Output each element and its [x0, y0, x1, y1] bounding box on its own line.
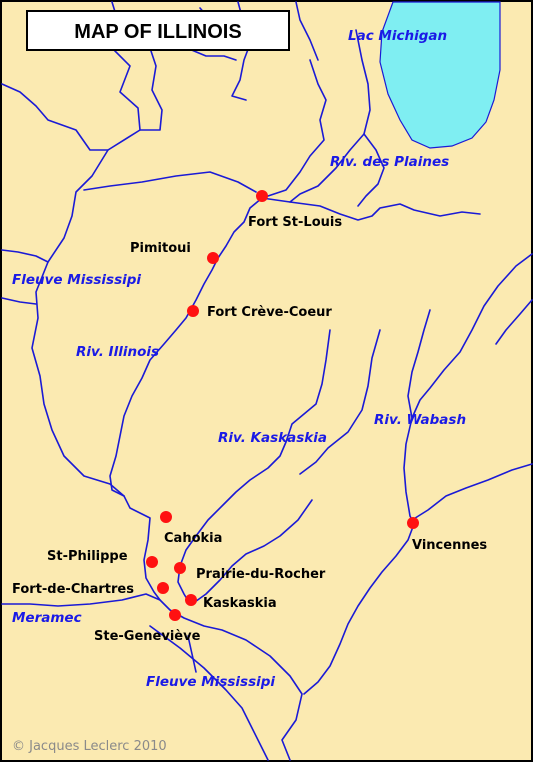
tributary-nc	[83, 171, 257, 193]
meramec-river	[1, 593, 161, 607]
dot-st-philippe	[146, 556, 158, 568]
dot-cahokia	[160, 511, 172, 523]
label-prairie-du-rocher: Prairie-du-Rocher	[196, 567, 326, 582]
label-wabash-river: Riv. Wabash	[374, 412, 466, 428]
label-vincennes: Vincennes	[412, 538, 487, 553]
wabash-river	[303, 253, 533, 695]
label-cahokia: Cahokia	[164, 531, 222, 546]
label-lake-michigan: Lac Michigan	[348, 28, 447, 44]
label-meramec: Meramec	[12, 610, 82, 626]
label-pimitoui: Pimitoui	[130, 241, 191, 256]
kankakee-river	[261, 197, 481, 221]
embarras-river	[407, 309, 431, 419]
mississippi-river	[31, 1, 303, 761]
label-kaskaskia-river: Riv. Kaskaskia	[218, 430, 327, 446]
label-fort-st-louis: Fort St-Louis	[248, 215, 342, 230]
tributary-n-4	[295, 1, 319, 61]
illinois-river	[109, 197, 263, 497]
tributary-ne	[357, 133, 385, 207]
wabash-tributary-1	[495, 299, 533, 345]
title-text: MAP OF ILLINOIS	[74, 21, 241, 43]
label-kaskaskia: Kaskaskia	[203, 596, 277, 611]
settlements: Fort St-Louis Pimitoui Fort Crève-Coeur …	[12, 190, 487, 644]
dot-fort-st-louis	[256, 190, 268, 202]
des-plaines-river	[289, 29, 371, 203]
west-tributary-2	[187, 635, 197, 673]
dot-prairie-du-rocher	[174, 562, 186, 574]
fox-river	[261, 59, 327, 199]
water-labels: Lac Michigan Riv. des Plaines Fleuve Mis…	[12, 28, 466, 690]
label-mississippi-south: Fleuve Mississipi	[146, 674, 275, 690]
tributary-nw-2	[139, 47, 163, 131]
title-box	[26, 10, 290, 51]
map-title: MAP OF ILLINOIS	[26, 10, 290, 51]
kaskaskia-tributary-1	[299, 329, 381, 475]
kaskaskia-tributary-2	[191, 499, 313, 605]
dot-fort-creve-coeur	[187, 305, 199, 317]
dot-pimitoui	[207, 252, 219, 264]
label-st-philippe: St-Philippe	[47, 549, 128, 564]
label-des-plaines: Riv. des Plaines	[330, 154, 449, 170]
tributary-nw-1	[1, 83, 109, 151]
label-mississippi-north: Fleuve Mississipi	[12, 272, 141, 288]
west-tributary-1	[149, 625, 269, 761]
dot-vincennes	[407, 517, 419, 529]
label-ste-genevieve: Ste-Geneviève	[94, 629, 201, 644]
dot-fort-de-chartres	[157, 582, 169, 594]
dot-kaskaskia	[185, 594, 197, 606]
copyright-credit: © Jacques Leclerc 2010	[12, 739, 167, 754]
lake-michigan	[379, 1, 501, 149]
tributary-w-2	[1, 297, 37, 305]
little-wabash-river	[411, 463, 533, 521]
tributary-w	[1, 249, 49, 263]
dot-ste-genevieve	[169, 609, 181, 621]
label-fort-de-chartres: Fort-de-Chartres	[12, 582, 134, 597]
label-fort-creve-coeur: Fort Crève-Coeur	[207, 305, 332, 320]
label-illinois-river: Riv. Illinois	[76, 344, 159, 360]
